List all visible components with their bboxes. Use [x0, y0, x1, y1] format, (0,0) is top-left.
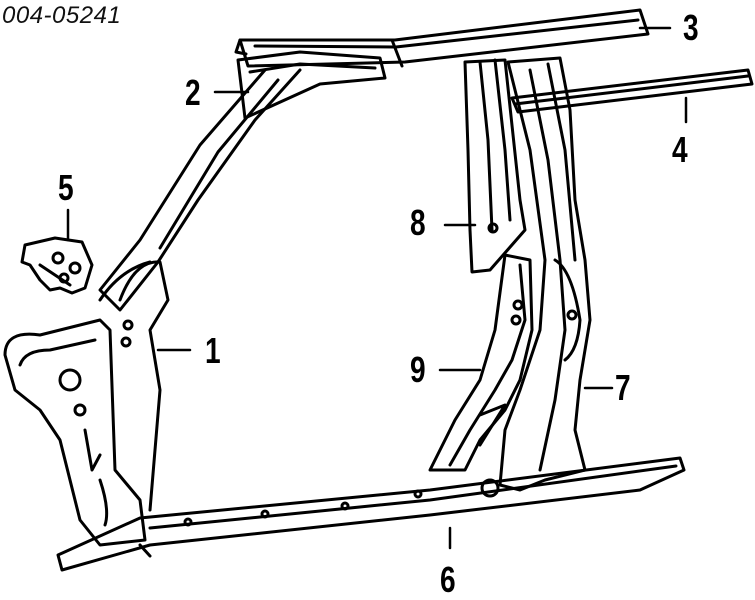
- part-code-label: 004-05241: [2, 2, 122, 29]
- center-pillar-inner: [428, 253, 534, 472]
- callout-2: 2: [185, 72, 201, 113]
- callout-3: 3: [683, 7, 699, 48]
- callout-4: 4: [672, 129, 688, 170]
- leader-lines: [66, 26, 688, 550]
- center-pillar-upper: [463, 58, 527, 274]
- roof-side-rail: [234, 8, 650, 68]
- front-hinge-pillar: [3, 318, 147, 547]
- center-pillar-outer: [498, 56, 592, 492]
- roof-cross-rail: [510, 68, 754, 114]
- rocker-sill: [56, 456, 686, 572]
- callout-7: 7: [615, 367, 631, 408]
- callout-5: 5: [58, 167, 74, 208]
- callout-1: 1: [205, 330, 221, 371]
- small-bracket: [20, 236, 94, 295]
- callout-8: 8: [410, 202, 426, 243]
- front-pillar: [98, 68, 302, 512]
- callout-6: 6: [440, 559, 456, 600]
- callout-9: 9: [410, 349, 426, 390]
